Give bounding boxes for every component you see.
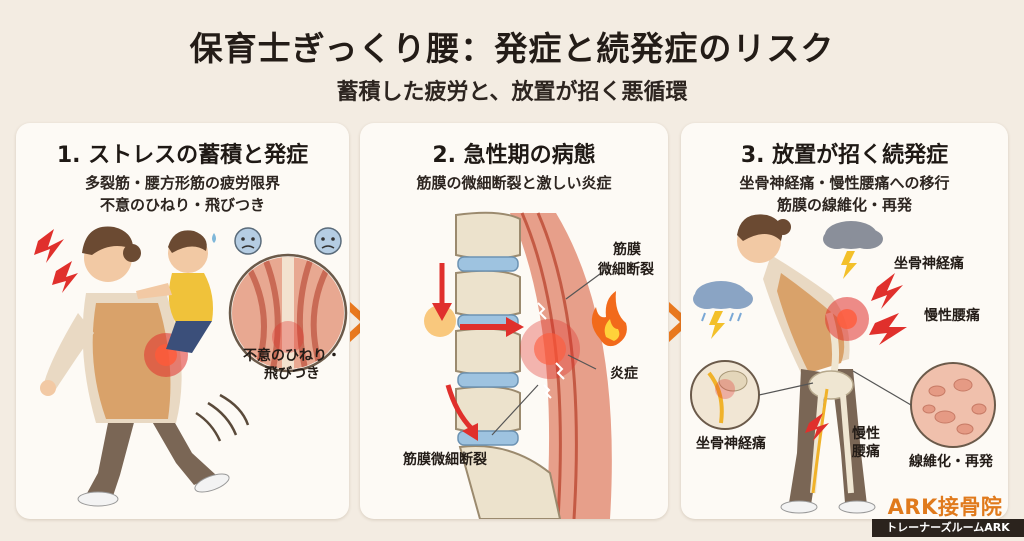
- page-title: 保育士ぎっくり腰：発症と続発症のリスク: [189, 29, 835, 68]
- chronic-label-1: 慢性: [852, 426, 880, 442]
- fascia-micro-tear-bottom-label: 筋膜微細断裂: [403, 452, 487, 468]
- sciatica-label-inset: 坐骨神経痛: [696, 436, 766, 452]
- chronic-label-2: 腰痛: [852, 444, 880, 460]
- panel-acute-pathology: 2. 急性期の病態 筋膜の微細断裂と激しい炎症 筋膜 微細断裂 炎症 筋膜微細断…: [360, 123, 668, 519]
- chronic-pain-label: 慢性腰痛: [924, 308, 980, 324]
- lightning-icon: [805, 273, 907, 441]
- inflammation-label: 炎症: [610, 366, 638, 382]
- spine-fascia-illustration: [424, 211, 627, 519]
- brand-tagline: トレーナーズルームARK: [872, 519, 1024, 537]
- worried-face-icon: [234, 227, 342, 255]
- panel-2-line-1: 筋膜の微細断裂と激しい炎症: [416, 174, 612, 192]
- fire-icon: [591, 291, 627, 347]
- page-subtitle: 蓄積した疲労と、放置が招く悪循環: [336, 80, 688, 105]
- panel-2-heading: 2. 急性期の病態: [432, 143, 596, 168]
- panel-secondary-conditions: 3. 放置が招く続発症 坐骨神経痛・慢性腰痛への移行 筋膜の線維化・再発 坐骨神…: [681, 123, 1008, 519]
- bent-caregiver-illustration: [690, 214, 996, 514]
- panel-3-heading: 3. 放置が招く続発症: [740, 143, 949, 168]
- chevron-right-icon: [669, 302, 691, 342]
- lightning-icon: [34, 229, 78, 293]
- fibrosis-label: 線維化・再発: [909, 454, 993, 470]
- panel-1-line-1: 多裂筋・腰方形筋の疲労限界: [84, 174, 280, 192]
- panel-3-line-2: 筋膜の線維化・再発: [776, 196, 912, 214]
- caregiver-lifting-child-illustration: [34, 226, 348, 507]
- fascia-label: 筋膜: [613, 242, 641, 258]
- brand-logo: ARK接骨院 トレーナーズルームARK: [866, 491, 1024, 541]
- panel-stress-onset: 1. ストレスの蓄積と発症 多裂筋・腰方形筋の疲労限界 不意のひねり・飛びつき …: [16, 123, 349, 519]
- panel-1-heading: 1. ストレスの蓄積と発症: [56, 143, 309, 168]
- storm-cloud-icon: [693, 221, 883, 339]
- sciatica-label-top: 坐骨神経痛: [894, 256, 964, 272]
- panel-3-line-1: 坐骨神経痛・慢性腰痛への移行: [739, 174, 950, 192]
- twist-label-1: 不意のひねり・: [243, 348, 341, 364]
- panel-1-line-2: 不意のひねり・飛びつき: [99, 196, 265, 214]
- micro-tear-label: 微細断裂: [598, 262, 654, 278]
- brand-name: ARK接骨院: [887, 495, 1003, 519]
- twist-label-2: 飛びつき: [264, 366, 320, 382]
